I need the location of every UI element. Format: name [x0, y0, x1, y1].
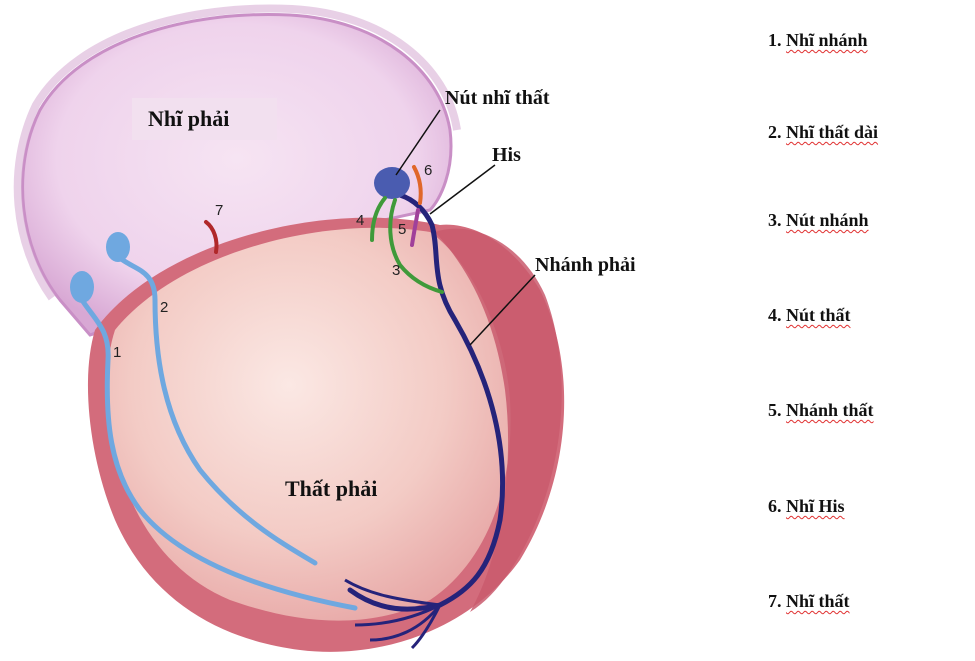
pathway-number-4: 4 — [356, 213, 364, 228]
legend-item-3: 3. Nút nhánh — [768, 210, 869, 231]
pathway-number-3: 3 — [392, 263, 400, 278]
pathway-number-6: 6 — [424, 163, 432, 178]
right-ventricle-label: Thất phải — [285, 478, 377, 500]
pathway-1-node — [70, 271, 94, 303]
his-label: His — [492, 145, 521, 165]
legend-item-7: 7. Nhĩ thất — [768, 591, 850, 612]
legend-item-5: 5. Nhánh thất — [768, 400, 874, 421]
pathway-2-node — [106, 232, 130, 262]
right-branch-label: Nhánh phải — [535, 255, 636, 275]
pathway-number-1: 1 — [113, 345, 121, 360]
av-node — [374, 167, 410, 199]
legend-item-1: 1. Nhĩ nhánh — [768, 30, 868, 51]
pathway-number-7: 7 — [215, 203, 223, 218]
legend-item-2: 2. Nhĩ thất dài — [768, 122, 878, 143]
legend-item-6: 6. Nhĩ His — [768, 496, 845, 517]
av-node-label: Nút nhĩ thất — [445, 88, 549, 108]
right-atrium-label: Nhĩ phải — [148, 108, 229, 130]
pathway-number-5: 5 — [398, 222, 406, 237]
legend-item-4: 4. Nút thất — [768, 305, 851, 326]
pathway-number-2: 2 — [160, 300, 168, 315]
